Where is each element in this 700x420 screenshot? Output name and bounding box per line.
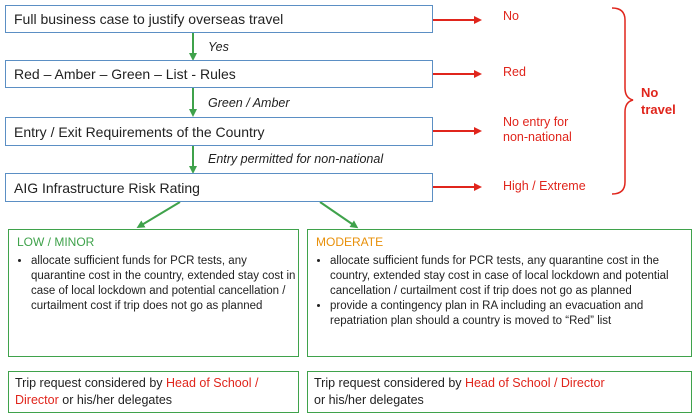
connector-yes: Yes [208, 40, 229, 54]
request-low-minor: Trip request considered by Head of Schoo… [8, 371, 299, 413]
step-business-case: Full business case to justify overseas t… [5, 5, 433, 33]
outcome-high-extreme: High / Extreme [503, 179, 586, 193]
outcome-no-entry-line2: non-national [503, 130, 572, 144]
request-low-approver-2: Director [15, 393, 59, 407]
step-risk-rating: AIG Infrastructure Risk Rating [5, 173, 433, 202]
request-low-prefix: Trip request considered by [15, 376, 167, 390]
step-entry-exit: Entry / Exit Requirements of the Country [5, 117, 433, 146]
list-item: provide a contingency plan in RA includi… [330, 299, 695, 329]
panel-moderate-list: allocate sufficient funds for PCR tests,… [308, 254, 695, 329]
step-business-case-label: Full business case to justify overseas t… [14, 11, 284, 27]
panel-low-minor-title: LOW / MINOR [17, 235, 95, 249]
list-item: allocate sufficient funds for PCR tests,… [330, 254, 695, 299]
outcome-no: No [503, 9, 519, 23]
panel-moderate-title: MODERATE [316, 235, 384, 249]
step-risk-rating-label: AIG Infrastructure Risk Rating [14, 179, 200, 196]
outcome-no-entry: No entry for non-national [503, 115, 572, 145]
connector-entry-permitted: Entry permitted for non-national [208, 152, 384, 166]
connector-green-amber: Green / Amber [208, 96, 290, 110]
no-travel-line1: No [641, 85, 659, 100]
arrow-s4-moderate [319, 201, 359, 229]
no-travel-brace [611, 7, 634, 195]
request-moderate-prefix: Trip request considered by [314, 376, 466, 390]
step-rag-list-label: Red – Amber – Green – List - Rules [14, 66, 236, 82]
no-travel-label: No travel [641, 84, 676, 118]
step-entry-exit-label: Entry / Exit Requirements of the Country [14, 123, 265, 140]
panel-moderate: MODERATE allocate sufficient funds for P… [307, 229, 692, 357]
list-item: allocate sufficient funds for PCR tests,… [31, 254, 299, 314]
panel-low-minor: LOW / MINOR allocate sufficient funds fo… [8, 229, 299, 357]
outcome-red: Red [503, 65, 526, 79]
request-moderate-suffix: or his/her delegates [314, 393, 424, 407]
panel-low-minor-list: allocate sufficient funds for PCR tests,… [9, 254, 299, 314]
request-low-suffix: or his/her delegates [58, 393, 173, 407]
arrow-s4-low [136, 201, 181, 229]
request-moderate-approver: Head of School / Director [465, 376, 605, 390]
no-travel-line2: travel [641, 102, 676, 117]
step-rag-list: Red – Amber – Green – List - Rules [5, 60, 433, 88]
request-low-approver-1: Head of School / [166, 376, 259, 390]
outcome-no-entry-line1: No entry for [503, 115, 569, 129]
request-moderate: Trip request considered by Head of Schoo… [307, 371, 692, 413]
